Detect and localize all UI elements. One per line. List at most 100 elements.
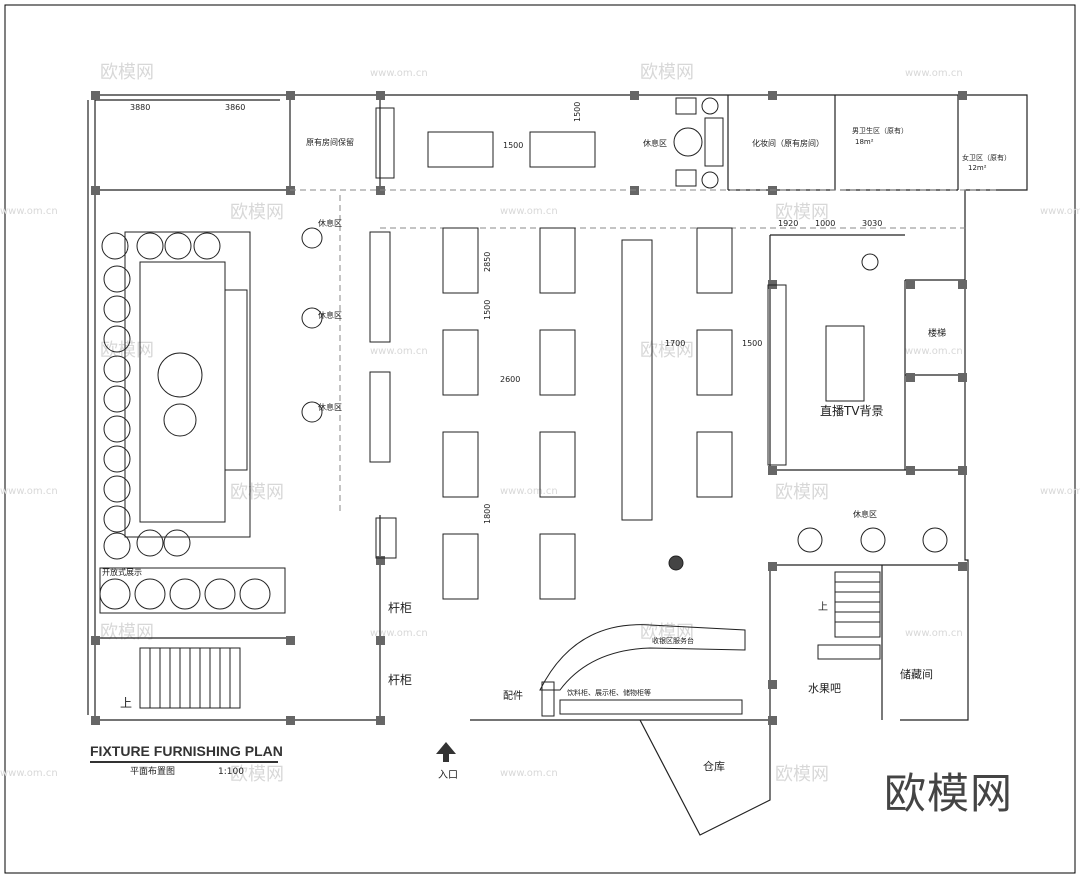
label-rest-4: 休息区 (853, 509, 877, 519)
dim-top-left-b: 3860 (225, 103, 245, 112)
dim-mid-b: 1700 (665, 339, 685, 348)
billiard-table (696, 227, 733, 294)
label-female-wc-area: 12m² (968, 164, 987, 172)
label-live-tv: 直播TV背景 (820, 404, 884, 418)
billiard-table (442, 329, 479, 396)
label-counters: 饮料柜、展示柜、储物柜等 (567, 688, 651, 697)
svg-text:www.om.cn: www.om.cn (0, 206, 58, 217)
label-up-left: 上 (120, 696, 132, 710)
dim-right-top-a: 1920 (778, 219, 798, 228)
svg-text:www.om.cn: www.om.cn (500, 768, 558, 779)
dim-top-left-a: 3880 (130, 103, 150, 112)
bar-counter (539, 624, 746, 717)
svg-text:欧模网: 欧模网 (230, 764, 284, 785)
label-top-rest: 休息区 (643, 138, 667, 148)
bench (369, 371, 391, 463)
billiard-table (539, 533, 576, 600)
label-rest-1: 休息区 (318, 218, 342, 228)
svg-text:欧模网: 欧模网 (230, 202, 284, 223)
dim-mid-c: 1500 (742, 339, 762, 348)
label-rod-cab-2: 杆柜 (388, 673, 412, 687)
label-male-wc-area: 18m² (855, 138, 874, 146)
billiard-table (442, 227, 479, 294)
svg-text:www.om.cn: www.om.cn (370, 346, 428, 357)
svg-text:欧模网: 欧模网 (100, 62, 154, 83)
billiard-table (539, 227, 576, 294)
room-labels: 原有房间保留 休息区 化妆间（原有房间） 男卫生区（原有） 18m² 女卫区（原… (102, 126, 1011, 781)
left-display-area (99, 231, 286, 614)
dim-gap-v: 1500 (483, 300, 492, 320)
drawing-frame (4, 4, 1076, 874)
brand-logo: 欧模网 (884, 769, 1014, 818)
svg-text:www.om.cn: www.om.cn (905, 628, 963, 639)
dimension-labels: 3880 3860 1500 1500 1920 1000 3030 2850 … (130, 102, 882, 524)
svg-text:www.om.cn: www.om.cn (0, 768, 58, 779)
svg-text:欧模网: 欧模网 (640, 62, 694, 83)
plan-subtitle: 平面布置图 (130, 765, 175, 777)
svg-text:欧模网: 欧模网 (640, 622, 694, 643)
billiard-table (825, 325, 865, 402)
label-rest-3: 休息区 (318, 402, 342, 412)
svg-text:www.om.cn: www.om.cn (1040, 206, 1080, 217)
svg-text:欧模网: 欧模网 (100, 340, 154, 361)
dim-right-top-b: 1000 (815, 219, 835, 228)
svg-text:欧模网: 欧模网 (775, 202, 829, 223)
entrance-arrow-icon (436, 742, 456, 762)
title-block: FIXTURE FURNISHING PLAN 平面布置图 1:100 (90, 743, 283, 777)
label-entrance: 入口 (438, 770, 458, 781)
dim-bottom-gap: 1800 (483, 504, 492, 524)
billiard-table (529, 131, 596, 168)
svg-text:欧模网: 欧模网 (100, 622, 154, 643)
bench (375, 517, 397, 559)
svg-text:www.om.cn: www.om.cn (370, 68, 428, 79)
billiard-tables (369, 107, 865, 600)
dim-table-gap: 1500 (503, 141, 523, 150)
rest-area-furniture (301, 97, 948, 571)
label-makeup-room: 化妆间（原有房间） (752, 138, 824, 148)
label-rod-cab-1: 杆柜 (388, 601, 412, 615)
bench (375, 107, 395, 179)
billiard-table (696, 431, 733, 498)
svg-text:www.om.cn: www.om.cn (0, 486, 58, 497)
svg-text:欧模网: 欧模网 (775, 764, 829, 785)
bench (369, 231, 391, 343)
label-bar-counter: 收银区服务台 (652, 636, 694, 645)
label-rest-2: 休息区 (318, 310, 342, 320)
stairs (139, 571, 881, 709)
svg-text:欧模网: 欧模网 (640, 340, 694, 361)
svg-text:www.om.cn: www.om.cn (1040, 486, 1080, 497)
label-top-room: 原有房间保留 (306, 137, 354, 147)
billiard-table (442, 431, 479, 498)
dim-table-vertical: 1500 (573, 102, 582, 122)
label-warehouse: 仓库 (703, 759, 725, 773)
svg-text:www.om.cn: www.om.cn (370, 628, 428, 639)
bench (767, 284, 787, 466)
billiard-table (539, 329, 576, 396)
label-female-wc: 女卫区（原有） (962, 153, 1011, 162)
svg-text:www.om.cn: www.om.cn (500, 206, 558, 217)
billiard-table (696, 329, 733, 396)
dashed-guides (290, 189, 1000, 515)
dim-right-top-c: 3030 (862, 219, 882, 228)
label-accessory: 配件 (503, 690, 523, 702)
billiard-table (427, 131, 494, 168)
plan-scale: 1:100 (218, 767, 244, 777)
billiard-table (539, 431, 576, 498)
label-stairs-room: 楼梯 (928, 327, 946, 339)
bench-row (621, 239, 653, 521)
label-display-row: 开放式展示 (102, 567, 142, 577)
label-male-wc: 男卫生区（原有） (852, 126, 908, 135)
label-up-right: 上 (818, 601, 828, 613)
svg-text:www.om.cn: www.om.cn (905, 68, 963, 79)
billiard-table (442, 533, 479, 600)
dim-mid-a: 2600 (500, 375, 520, 384)
label-storage: 储藏间 (900, 667, 933, 681)
svg-text:欧模网: 欧模网 (230, 482, 284, 503)
svg-text:www.om.cn: www.om.cn (500, 486, 558, 497)
svg-text:欧模网: 欧模网 (775, 482, 829, 503)
dim-row-h: 2850 (483, 252, 492, 272)
plan-title: FIXTURE FURNISHING PLAN (90, 743, 283, 759)
label-fruit-bar: 水果吧 (808, 682, 841, 695)
svg-text:www.om.cn: www.om.cn (905, 346, 963, 357)
